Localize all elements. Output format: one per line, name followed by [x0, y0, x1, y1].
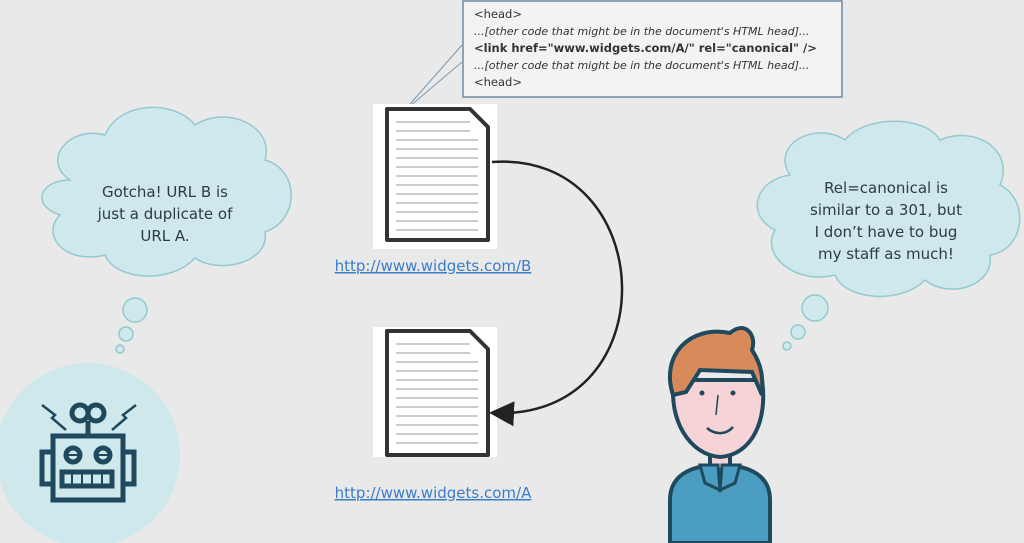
person-thought-line-1: Rel=canonical is [824, 179, 948, 197]
person-thought-line-3: I don’t have to bug [815, 223, 958, 241]
code-line-head-close: <head> [474, 75, 522, 89]
code-line-other-1: ...[other code that might be in the docu… [474, 25, 809, 38]
url-a-link[interactable]: http://www.widgets.com/A [335, 484, 532, 502]
code-line-head-open: <head> [474, 7, 522, 21]
robot-avatar [0, 363, 180, 543]
person-thought-line-2: similar to a 301, but [810, 201, 962, 219]
lightning-right-icon [111, 404, 137, 431]
robot-thought-line-1: Gotcha! URL B is [102, 183, 228, 201]
lightning-left-icon [41, 404, 67, 431]
callout-pointer [402, 44, 463, 113]
document-a-icon [373, 327, 497, 457]
code-callout-box: <head> ...[other code that might be in t… [462, 0, 843, 98]
document-b-icon [373, 104, 497, 249]
canonical-arrow [489, 160, 624, 427]
robot-thought-line-3: URL A. [140, 227, 189, 245]
robot-thought-line-2: just a duplicate of [97, 205, 233, 223]
person-thought-cloud [756, 120, 1021, 351]
code-line-other-2: ...[other code that might be in the docu… [474, 59, 809, 72]
code-line-canonical-link: <link href="www.widgets.com/A/" rel="can… [474, 41, 817, 55]
person-avatar [667, 326, 772, 543]
robot-thought-cloud [41, 106, 292, 354]
person-thought-line-4: my staff as much! [818, 245, 954, 263]
url-b-link[interactable]: http://www.widgets.com/B [335, 257, 532, 275]
